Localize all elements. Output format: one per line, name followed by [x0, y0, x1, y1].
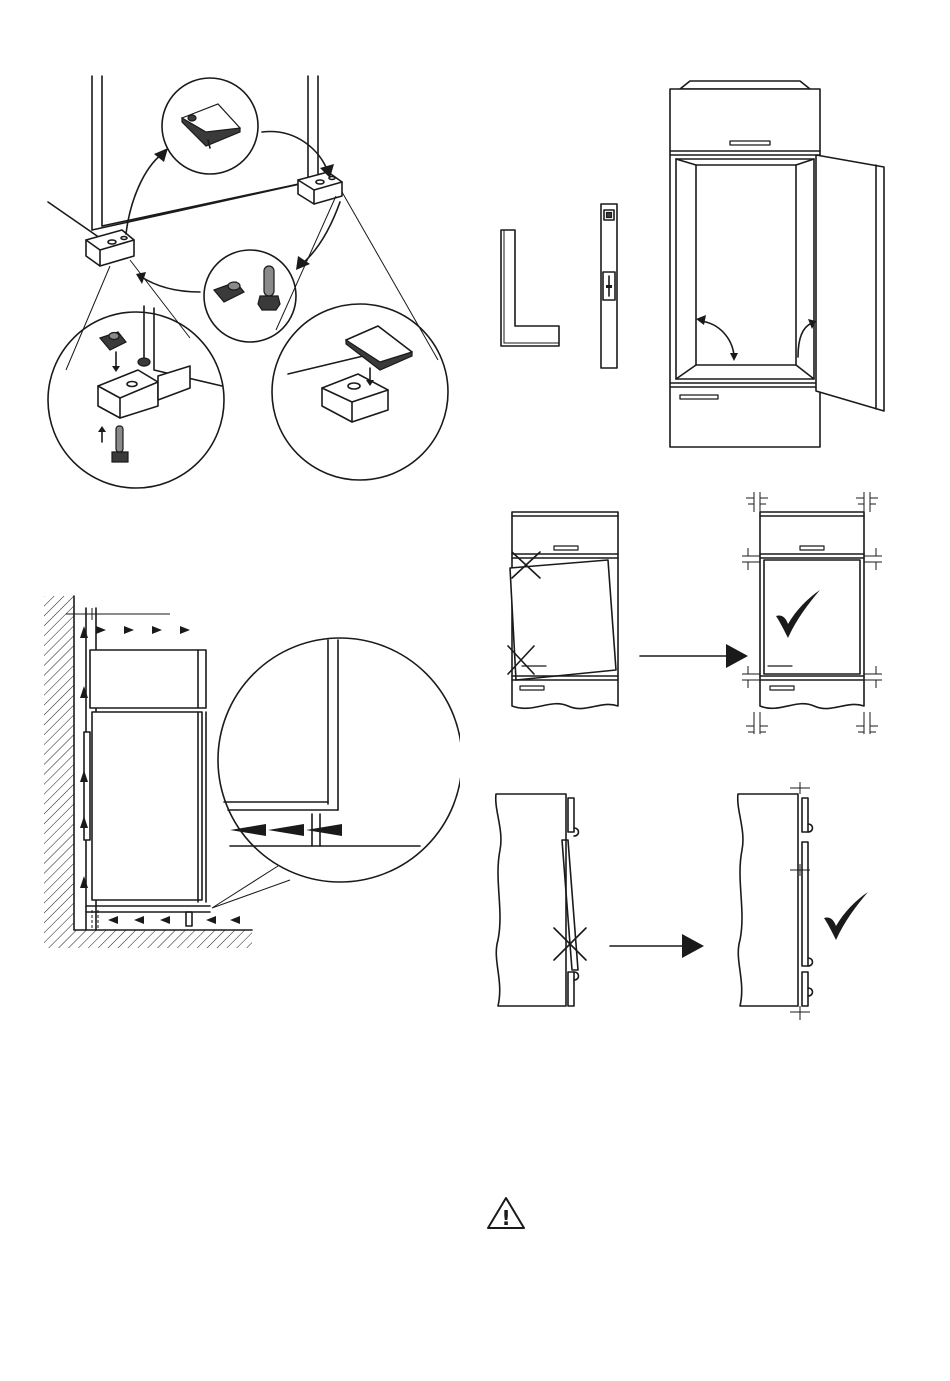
fig-door-alignment-side — [490, 780, 890, 1030]
fig-hinge-cover-assembly — [40, 70, 460, 490]
right-arrow-icon — [610, 934, 704, 958]
fig-cabinet-open-door — [660, 75, 890, 455]
cabinet-icon — [670, 81, 884, 447]
magnifier-circle-icon — [218, 638, 460, 882]
check-mark-icon — [824, 892, 868, 940]
magnifier-circle-icon — [162, 78, 258, 174]
hinge-block-icon — [86, 230, 134, 266]
magnifier-circle-icon — [204, 250, 296, 342]
warning-triangle-icon: ! — [486, 1196, 526, 1230]
right-arrow-icon — [640, 644, 748, 668]
fig-ventilation-airflow — [40, 590, 460, 960]
fig-square-and-level — [495, 200, 635, 375]
hinge-block-icon — [298, 172, 342, 204]
warning-symbol: ! — [501, 1206, 510, 1230]
magnifier-circle-icon — [48, 306, 224, 488]
fig-door-alignment-front — [490, 490, 890, 740]
spirit-level-icon — [601, 204, 617, 368]
set-square-icon — [501, 230, 559, 346]
